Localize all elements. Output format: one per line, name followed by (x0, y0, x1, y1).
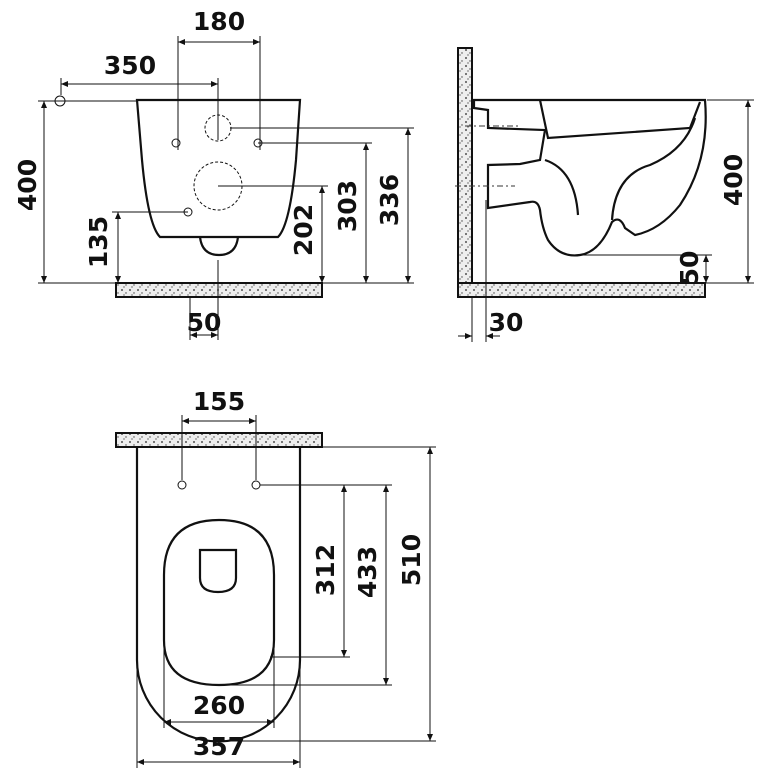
lid-outline (198, 548, 238, 594)
trap-inner (544, 117, 697, 221)
mount-hole-left (177, 480, 187, 490)
side-dimension-lines (458, 99, 754, 342)
dim-30: 30 (489, 308, 524, 337)
dim-180: 180 (193, 7, 245, 36)
wall (457, 47, 473, 298)
wall-slab-top (115, 432, 323, 448)
dim-50-front: 50 (187, 308, 222, 337)
floor-slab-side (457, 282, 706, 298)
dim-50-side: 50 (675, 251, 704, 286)
bowl-outline-top (135, 447, 302, 743)
dim-510: 510 (397, 534, 426, 586)
dim-260: 260 (193, 691, 245, 720)
dimension-lines (38, 36, 414, 340)
dim-336: 336 (375, 174, 404, 226)
rim-inner (538, 99, 702, 140)
front-view: 180 350 400 135 202 303 336 50 (13, 7, 414, 340)
seat-outline (162, 518, 276, 687)
dim-400-side: 400 (719, 154, 748, 206)
floor-slab (115, 282, 323, 298)
top-view: 155 312 433 510 260 357 (115, 387, 436, 768)
dim-155: 155 (193, 387, 245, 416)
side-view: 400 50 30 (455, 47, 754, 342)
mount-holes (54, 95, 263, 217)
dim-202: 202 (289, 204, 318, 256)
dim-433: 433 (353, 546, 382, 598)
dim-303: 303 (333, 180, 362, 232)
top-dimension-lines (136, 415, 436, 768)
dim-312: 312 (311, 544, 340, 596)
dim-350: 350 (104, 51, 156, 80)
bowl-section (472, 98, 707, 257)
dim-357: 357 (193, 732, 245, 761)
mount-hole-right (251, 480, 261, 490)
dim-135: 135 (84, 216, 113, 268)
drain-outline (198, 236, 240, 257)
dim-400-front: 400 (13, 159, 42, 211)
bowl-outline (135, 98, 302, 239)
